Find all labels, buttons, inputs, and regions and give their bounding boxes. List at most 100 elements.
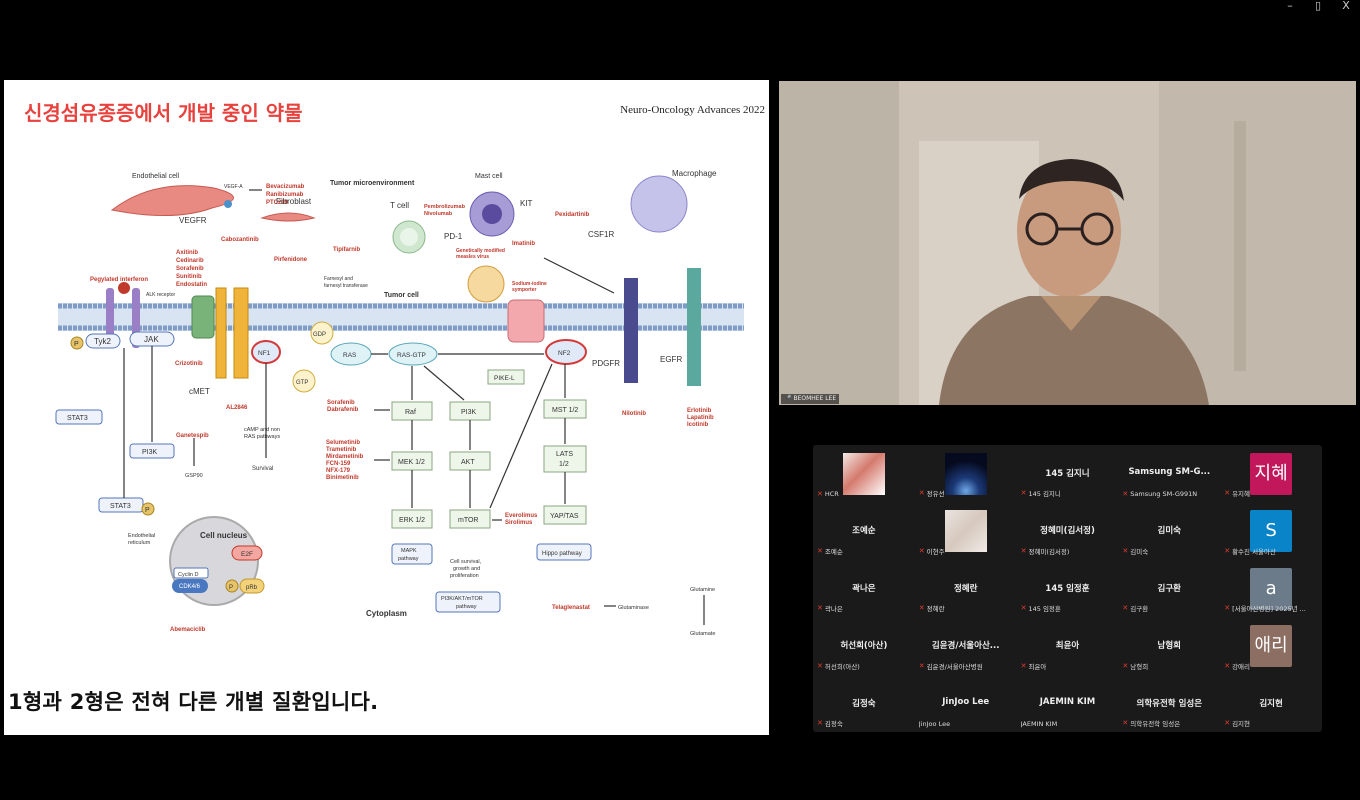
speaker-video[interactable]: 🎤 BEOMHEE LEE — [779, 81, 1356, 405]
camera-photo-icon — [842, 453, 885, 495]
label-endothelial: Endothelial cell — [132, 173, 180, 180]
label-pd1: PD-1 — [444, 232, 463, 241]
participant-label-text: JAEMIN KIM — [1020, 719, 1058, 728]
label-nfx179: NFX-179 — [326, 468, 351, 474]
participant-label-text: [서울아산병원] 2025년 ... — [1232, 605, 1306, 614]
participant-tile[interactable]: 김지현✕김지현 — [1220, 675, 1322, 732]
label-pi3k: PI3K — [461, 409, 477, 416]
mic-muted-icon: ✕ — [817, 490, 823, 499]
slide-caption: 1형과 2형은 전혀 다른 개별 질환입니다. — [8, 690, 379, 714]
participant-label: ✕황수진 서울아산 — [1224, 546, 1276, 556]
label-crizotinib: Crizotinib — [175, 361, 203, 367]
label-erk: ERK 1/2 — [399, 517, 425, 524]
label-sorafenib2: Sorafenib — [327, 400, 355, 406]
participant-tile[interactable]: 애리✕강애리 — [1220, 617, 1322, 674]
interferon-ligand — [118, 282, 130, 294]
participant-display-name: 정혜란 — [953, 583, 978, 594]
label-mapk2: pathway — [398, 556, 419, 562]
label-glutaminase: Glutaminase — [618, 605, 649, 611]
participant-label-text: 145 김지니 — [1028, 490, 1061, 499]
participant-tile[interactable]: 김정숙✕김정숙 — [813, 675, 915, 732]
participant-display-name: 조예순 — [852, 526, 876, 537]
participant-avatar: 애리 — [1250, 625, 1293, 668]
close-button[interactable]: X — [1342, 0, 1350, 12]
cell-membrane — [58, 303, 744, 331]
label-dabrafenib: Dabrafenib — [327, 407, 359, 413]
restore-button[interactable]: ▯ — [1314, 0, 1322, 12]
label-hippo: Hippo pathway — [542, 551, 582, 557]
participant-tile[interactable]: 김구환✕김구환 — [1118, 560, 1220, 617]
label-fibroblast: Fibroblast — [276, 197, 312, 206]
mapk-box — [391, 543, 433, 565]
participant-tile[interactable]: 남형희✕남형희 — [1118, 617, 1220, 674]
label-glutamine: Glutamine — [690, 587, 715, 593]
participant-tile[interactable]: 145 김지니✕145 김지니 — [1017, 445, 1119, 502]
lats-box — [543, 445, 587, 473]
mic-muted-icon: ✕ — [1020, 546, 1027, 555]
label-cedinarib: Cedinarib — [176, 258, 204, 264]
label-endostatin: Endostatin — [176, 282, 207, 288]
participant-tile[interactable]: 조예순✕조예순 — [813, 502, 915, 559]
label-csf1r: CSF1R — [588, 230, 614, 239]
label-jak: JAK — [144, 335, 159, 344]
label-gsp90: GSP90 — [185, 473, 203, 479]
participant-label-text: 최윤아 — [1028, 662, 1047, 671]
participant-label-text: 의학유전학 임성은 — [1130, 719, 1181, 728]
participant-tile[interactable]: 정혜란 ✕정혜란 — [915, 560, 1017, 617]
label-ptc299: PTC299 — [266, 200, 289, 206]
participant-label-text: 곽나은 — [824, 605, 843, 614]
label-lats1: LATS — [556, 451, 573, 458]
participant-label-text: HCR — [824, 490, 839, 499]
participant-display-name: 허선희(아산) — [840, 641, 888, 652]
label-tcell: T cell — [390, 201, 409, 210]
speaker-image — [779, 81, 1356, 405]
participant-label: ✕145 임정훈 — [1021, 603, 1061, 613]
participant-tile[interactable]: ✕정유선 — [915, 445, 1017, 502]
participant-tile[interactable]: 의학유전학 임성은✕의학유전학 임성은 — [1118, 675, 1220, 732]
label-egfr: EGFR — [660, 355, 682, 364]
speaker-name: BEOMHEE LEE — [793, 395, 837, 402]
participant-tile[interactable]: 145 임정훈✕145 임정훈 — [1017, 560, 1119, 617]
label-nivolumab: Nivolumab — [424, 211, 453, 217]
participant-tile[interactable]: 곽나은✕곽나은 — [813, 560, 915, 617]
rasgtp-node — [388, 342, 438, 366]
participant-label: JAEMIN KIM — [1021, 720, 1058, 728]
participant-label: ✕김정숙 — [817, 718, 843, 728]
participant-label: ✕정혜란 — [919, 603, 945, 613]
participant-label-text: 정혜미(김서정) — [1028, 547, 1070, 556]
label-sorafenib1: Sorafenib — [176, 266, 204, 272]
participant-tile[interactable]: ✕이현주 — [915, 502, 1017, 559]
participant-tile[interactable]: 김미숙✕김미숙 — [1118, 502, 1220, 559]
label-lapatinib: Lapatinib — [687, 415, 714, 421]
cyclind-box — [173, 567, 209, 579]
minimize-button[interactable]: – — [1287, 0, 1293, 12]
speaker-name-tag: 🎤 BEOMHEE LEE — [781, 394, 840, 404]
label-pi3k-left: PI3K — [142, 449, 158, 456]
hippo-box — [536, 543, 592, 561]
participant-label: ✕김윤경/서울아산병원 — [919, 661, 983, 671]
participant-label: JinJoo Lee — [919, 720, 950, 728]
mic-muted-icon: ✕ — [1122, 661, 1129, 670]
participant-tile[interactable]: Samsung SM-G...✕Samsung SM-G991N — [1118, 445, 1220, 502]
slide-title: 신경섬유종증에서 개발 중인 약물 — [24, 101, 303, 125]
participant-tile[interactable]: 정혜미(김서정)✕정혜미(김서정) — [1017, 502, 1119, 559]
label-mastcell: Mast cell — [475, 173, 503, 180]
participant-tile[interactable]: 김윤경/서울아산...✕김윤경/서울아산병원 — [915, 617, 1017, 674]
participant-tile[interactable]: 지혜✕유지혜 — [1220, 445, 1322, 502]
participant-tile[interactable]: ✕HCR — [813, 445, 915, 502]
participant-tile[interactable]: 허선희(아산)✕허선희(아산) — [813, 617, 915, 674]
participant-label: ✕정유선 — [919, 488, 945, 498]
participant-tile[interactable]: S✕황수진 서울아산 — [1220, 502, 1322, 559]
label-tyk2: Tyk2 — [94, 337, 111, 346]
participant-tile[interactable]: a✕[서울아산병원] 2025년 ... — [1220, 560, 1322, 617]
participant-display-name: 김미숙 — [1157, 526, 1182, 537]
label-fcn159: FCN-159 — [326, 461, 351, 467]
participant-label: ✕이현주 — [919, 546, 945, 556]
participant-avatar: S — [1250, 510, 1293, 553]
label-abemaciclib: Abemaciclib — [170, 627, 206, 633]
slide-source: Neuro-Oncology Advances 2022 — [620, 104, 765, 116]
participant-tile[interactable]: 최윤아✕최윤아 — [1017, 617, 1119, 674]
prb-box — [239, 578, 265, 594]
